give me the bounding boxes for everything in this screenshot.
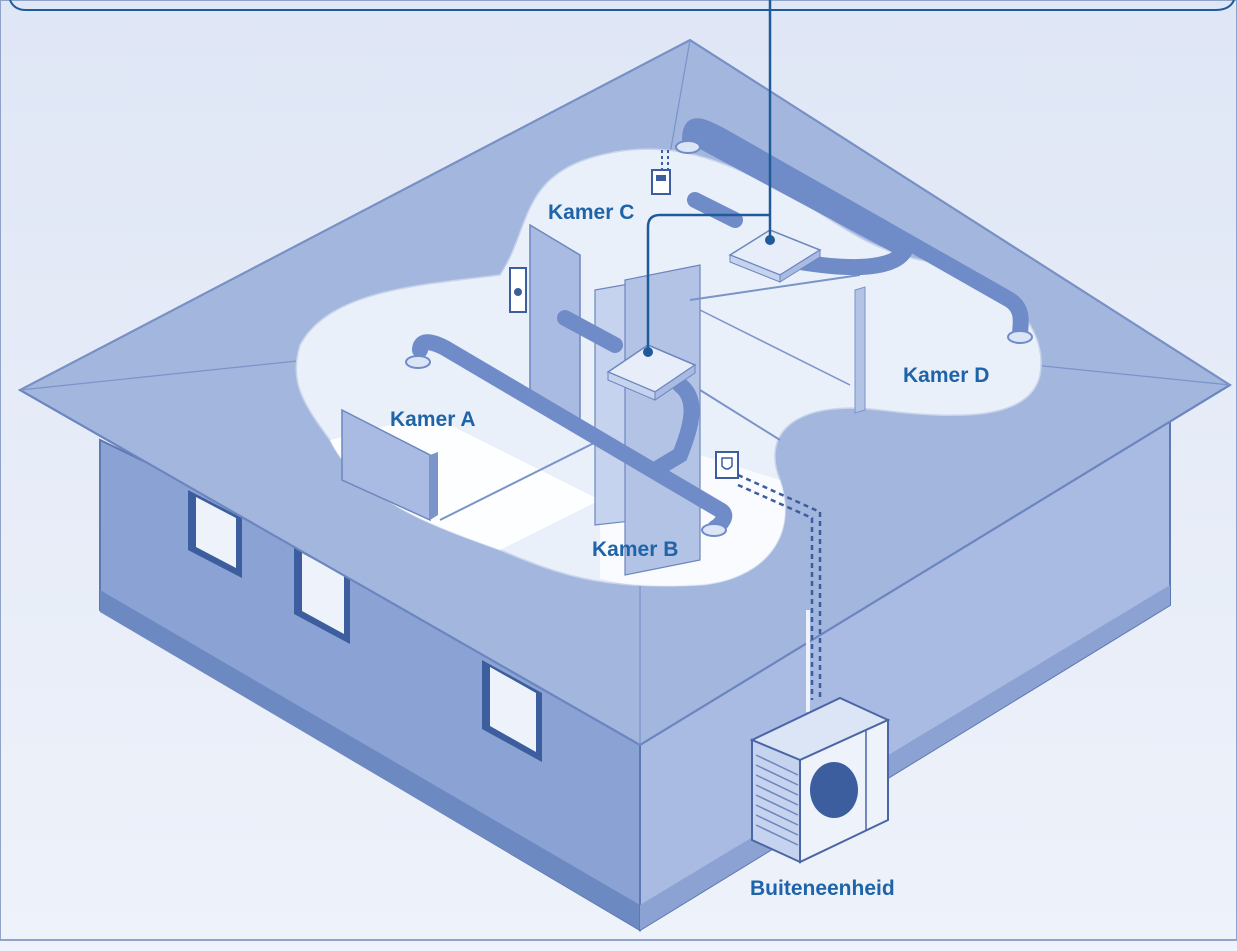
fan-grille xyxy=(810,762,858,818)
window-1 xyxy=(188,490,242,578)
label-buiteneenheid: Buiteneenheid xyxy=(750,877,895,900)
controller-kamer-a xyxy=(509,267,527,313)
window-3 xyxy=(482,660,542,762)
duct-short xyxy=(687,192,743,228)
label-kamer-a: Kamer A xyxy=(390,408,476,431)
indoor-unit-upper xyxy=(728,229,822,283)
refrigerant-lines xyxy=(737,473,822,700)
duct-kamer-c xyxy=(692,132,916,276)
outdoor-unit xyxy=(749,696,891,864)
leader-dot-lower xyxy=(643,347,653,357)
duct-kamer-a xyxy=(412,334,733,536)
wall-controllers xyxy=(509,150,739,479)
label-kamer-c: Kamer C xyxy=(548,201,634,224)
callout-box-edge xyxy=(9,0,1235,11)
duct-short-2 xyxy=(557,310,623,353)
callout-leaders xyxy=(646,0,772,350)
duct-kamer-d xyxy=(682,118,1029,343)
leader-dot-upper xyxy=(765,235,775,245)
foundation-left xyxy=(100,590,640,930)
indoor-unit-lower xyxy=(606,344,697,401)
air-ducts xyxy=(412,118,1029,536)
controller-kamer-b xyxy=(715,451,739,479)
controller-kamer-c xyxy=(651,150,671,195)
duct-outlets xyxy=(405,140,1033,537)
label-kamer-b: Kamer B xyxy=(592,538,678,561)
windows xyxy=(188,490,542,762)
duct-kamer-b xyxy=(647,377,700,478)
label-kamer-d: Kamer D xyxy=(903,364,989,387)
